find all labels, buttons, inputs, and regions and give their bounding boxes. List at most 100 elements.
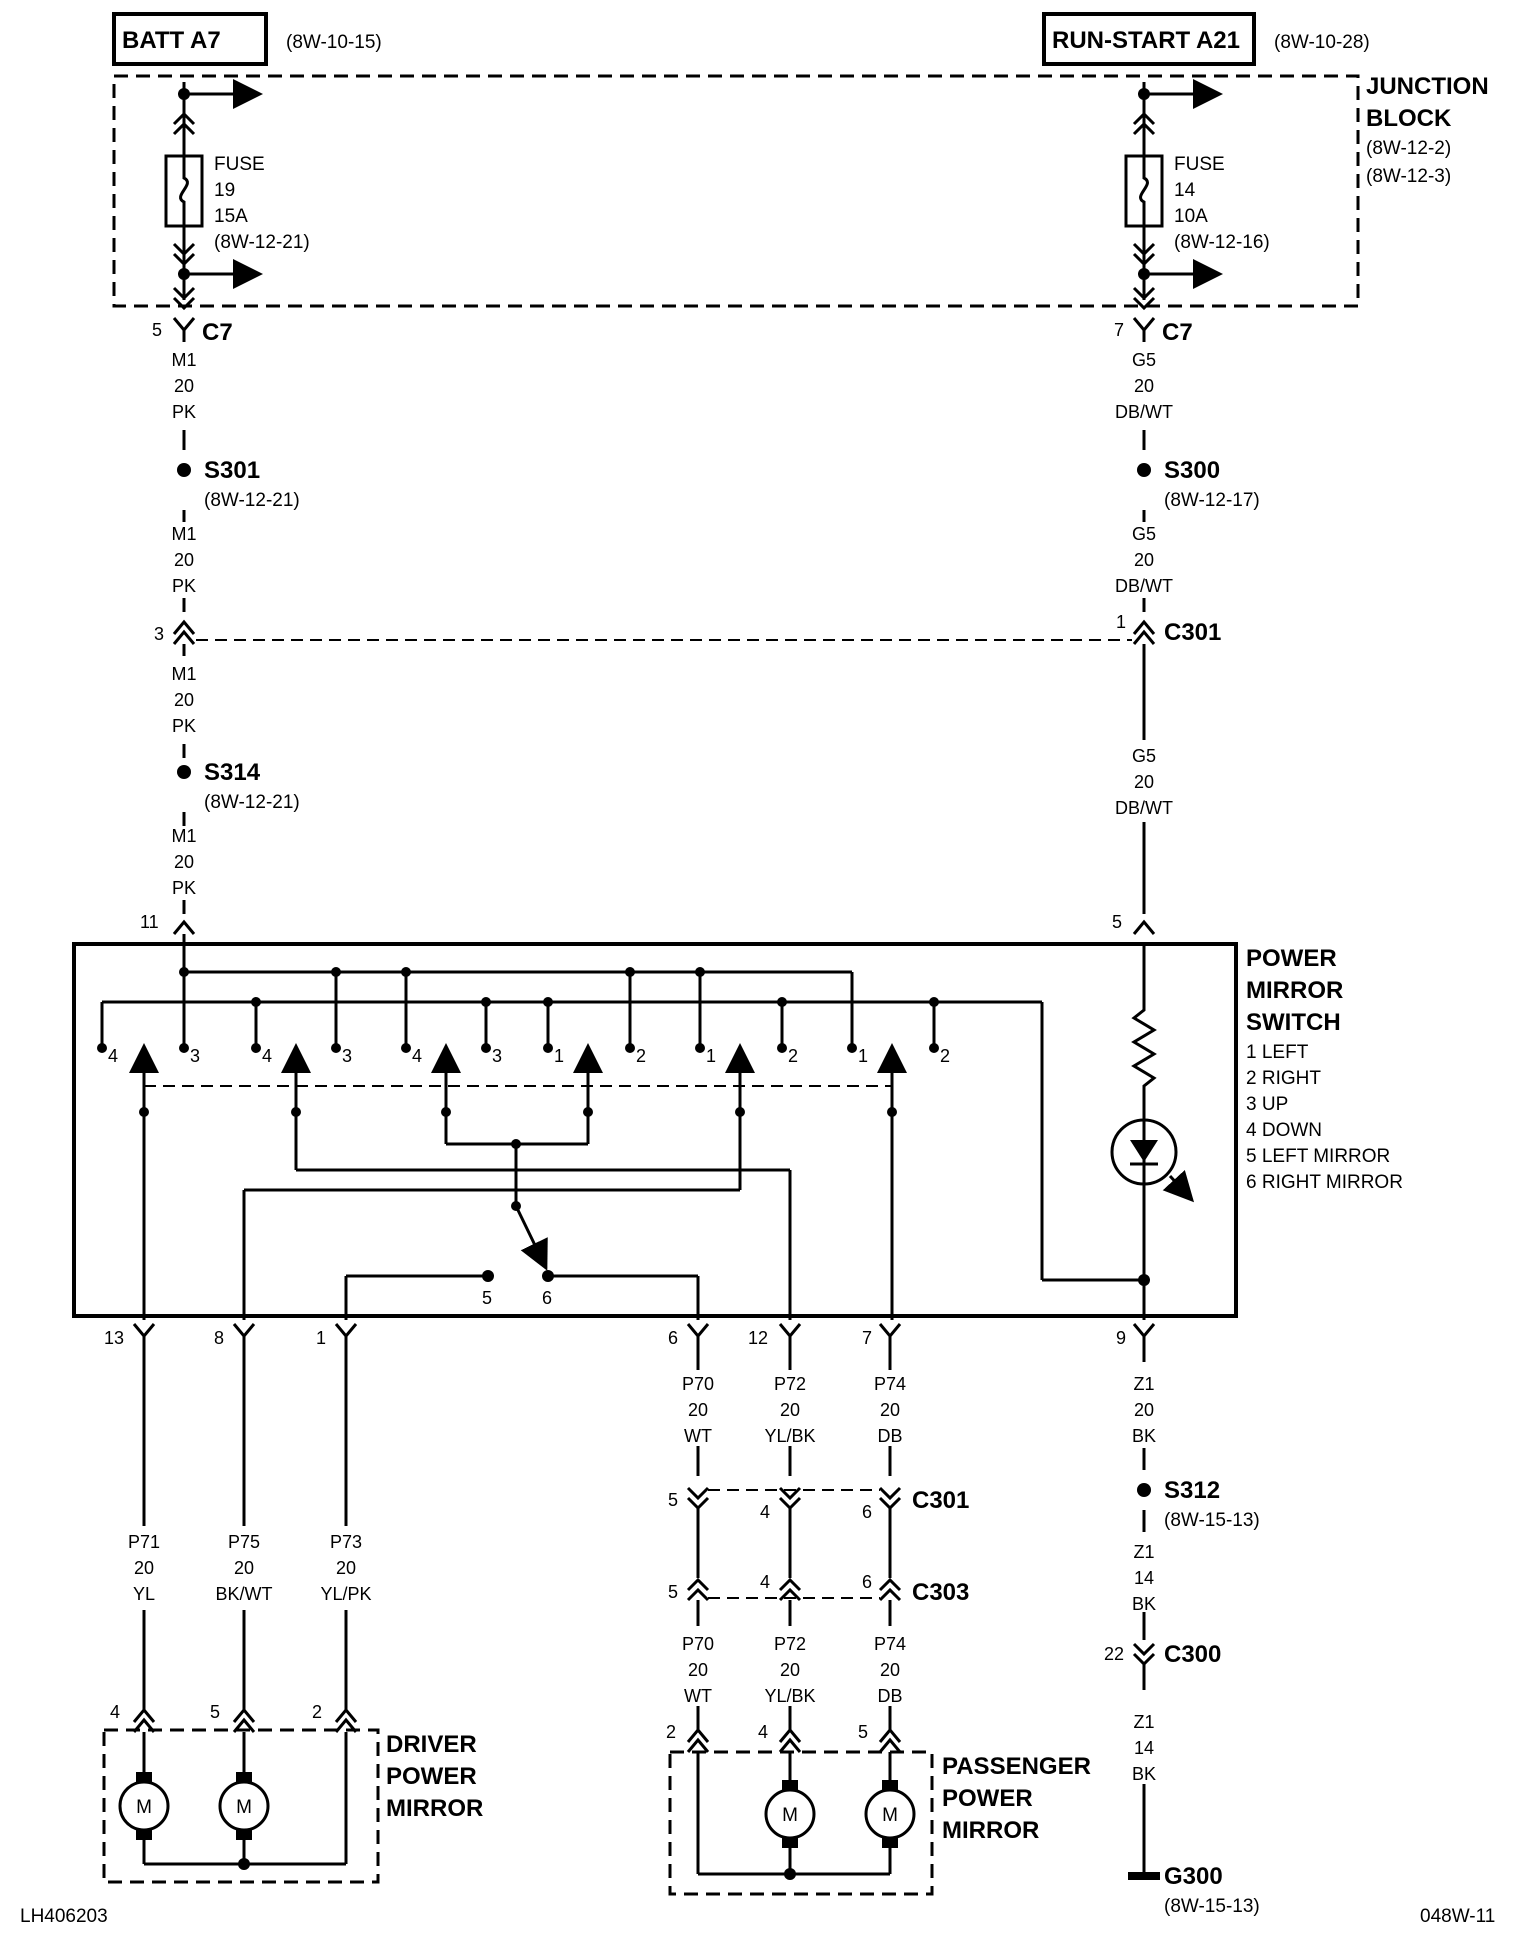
switch-internal-wiring bbox=[97, 934, 1195, 1320]
svg-text:2: 2 bbox=[788, 1046, 798, 1066]
s300-ref: (8W-12-17) bbox=[1164, 490, 1260, 511]
s312-label: S312 bbox=[1164, 1477, 1220, 1504]
footer-left-code: LH406203 bbox=[20, 1906, 108, 1927]
left-m1-circuit bbox=[172, 317, 196, 935]
p74-bot-c: DB bbox=[877, 1686, 902, 1706]
p70-bot-b: 20 bbox=[688, 1660, 708, 1680]
left-wire4-a: M1 bbox=[171, 826, 196, 846]
left-wire2-a: M1 bbox=[171, 524, 196, 544]
switch-legend-3: 3 UP bbox=[1246, 1094, 1288, 1115]
p72-top-a: P72 bbox=[774, 1374, 806, 1394]
left-wire3-b: 20 bbox=[174, 690, 194, 710]
z1-2-a: Z1 bbox=[1133, 1542, 1154, 1562]
right-wire1-c: DB/WT bbox=[1115, 402, 1173, 422]
driver-mirror-outline bbox=[102, 1728, 380, 1884]
z1-3-b: 14 bbox=[1134, 1738, 1154, 1758]
right-wire3-b: 20 bbox=[1134, 772, 1154, 792]
fuse-14-line4: (8W-12-16) bbox=[1174, 232, 1270, 253]
p72-bot-c: YL/BK bbox=[764, 1686, 815, 1706]
svg-text:1: 1 bbox=[554, 1046, 564, 1066]
driver-wires bbox=[142, 1336, 348, 1710]
fuse-14-line1: FUSE bbox=[1174, 154, 1225, 175]
driver-mirror-title-2: POWER bbox=[386, 1763, 477, 1790]
switch-pin-11: 11 bbox=[140, 912, 159, 932]
left-wire4-b: 20 bbox=[174, 852, 194, 872]
c300-label: C300 bbox=[1164, 1641, 1221, 1668]
switch-pin-9: 9 bbox=[1116, 1328, 1126, 1348]
svg-text:4: 4 bbox=[262, 1046, 272, 1066]
selector-6: 6 bbox=[542, 1288, 552, 1308]
p70-top-b: 20 bbox=[688, 1400, 708, 1420]
pass-motor-2-label: M bbox=[882, 1805, 898, 1826]
s314-ref: (8W-12-21) bbox=[204, 792, 300, 813]
s314-label: S314 bbox=[204, 759, 261, 786]
switch-title-2: MIRROR bbox=[1246, 977, 1343, 1004]
svg-text:3: 3 bbox=[190, 1046, 200, 1066]
p75-a: P75 bbox=[228, 1532, 260, 1552]
c300-pin: 22 bbox=[1104, 1644, 1124, 1664]
fuse-19-line3: 15A bbox=[214, 206, 248, 227]
switch-legend-2: 2 RIGHT bbox=[1246, 1068, 1321, 1089]
fuse-19-line4: (8W-12-21) bbox=[214, 232, 310, 253]
p73-c: YL/PK bbox=[320, 1584, 371, 1604]
right-wire2-b: 20 bbox=[1134, 550, 1154, 570]
p74-top-b: 20 bbox=[880, 1400, 900, 1420]
driver-mirror-title-3: MIRROR bbox=[386, 1795, 483, 1822]
p71-a: P71 bbox=[128, 1532, 160, 1552]
p75-b: 20 bbox=[234, 1558, 254, 1578]
left-wire4-c: PK bbox=[172, 878, 196, 898]
right-wire3-a: G5 bbox=[1132, 746, 1156, 766]
junction-block-title-1: JUNCTION bbox=[1366, 73, 1489, 100]
pass-mirror-pin-4: 4 bbox=[758, 1722, 768, 1742]
selector-5: 5 bbox=[482, 1288, 492, 1308]
left-wire2-b: 20 bbox=[174, 550, 194, 570]
switch-legend-4: 4 DOWN bbox=[1246, 1120, 1322, 1141]
ground-circuit bbox=[1128, 1336, 1160, 1880]
s301-label: S301 bbox=[204, 457, 260, 484]
p71-c: YL bbox=[133, 1584, 155, 1604]
fuse-14 bbox=[1124, 79, 1223, 311]
pass-mirror-title-1: PASSENGER bbox=[942, 1753, 1091, 1780]
switch-pin-13: 13 bbox=[104, 1328, 124, 1348]
left-wire3-c: PK bbox=[172, 716, 196, 736]
pass-mirror-pin-5: 5 bbox=[858, 1722, 868, 1742]
batt-label: BATT A7 bbox=[122, 27, 221, 54]
svg-text:1: 1 bbox=[858, 1046, 868, 1066]
p70-top-c: WT bbox=[684, 1426, 712, 1446]
pass-mirror-title-2: POWER bbox=[942, 1785, 1033, 1812]
switch-contact-numbers: 4 3 4 3 4 3 1 2 1 2 1 2 bbox=[108, 1046, 950, 1066]
right-wire2-a: G5 bbox=[1132, 524, 1156, 544]
c301-bottom-pin-5: 5 bbox=[668, 1490, 678, 1510]
run-start-ref: (8W-10-28) bbox=[1274, 32, 1370, 53]
switch-pin-1: 1 bbox=[316, 1328, 326, 1348]
z1-1-c: BK bbox=[1132, 1426, 1156, 1446]
footer-right-code: 048W-11 bbox=[1420, 1906, 1495, 1927]
switch-bottom-pins bbox=[132, 1323, 1156, 1339]
switch-pin-5: 5 bbox=[1112, 912, 1122, 932]
s301-ref: (8W-12-21) bbox=[204, 490, 300, 511]
batt-ref: (8W-10-15) bbox=[286, 32, 382, 53]
left-wire1-c: PK bbox=[172, 402, 196, 422]
z1-2-c: BK bbox=[1132, 1594, 1156, 1614]
z1-2-b: 14 bbox=[1134, 1568, 1154, 1588]
right-wire1-b: 20 bbox=[1134, 376, 1154, 396]
p71-b: 20 bbox=[134, 1558, 154, 1578]
c303-pin-5: 5 bbox=[668, 1582, 678, 1602]
switch-title-3: SWITCH bbox=[1246, 1009, 1341, 1036]
right-c301-pin: 1 bbox=[1116, 612, 1126, 632]
fuse-19 bbox=[164, 79, 263, 311]
left-c301-pin: 3 bbox=[154, 624, 164, 644]
c301-top-label: C301 bbox=[1164, 619, 1221, 646]
left-wire2-c: PK bbox=[172, 576, 196, 596]
junction-block-ref-1: (8W-12-2) bbox=[1366, 138, 1451, 159]
p70-bot-c: WT bbox=[684, 1686, 712, 1706]
p73-b: 20 bbox=[336, 1558, 356, 1578]
junction-block-outline bbox=[112, 74, 1360, 308]
s300-label: S300 bbox=[1164, 457, 1220, 484]
driver-mirror-pin-5: 5 bbox=[210, 1702, 220, 1722]
fuse-19-line1: FUSE bbox=[214, 154, 265, 175]
right-wire1-a: G5 bbox=[1132, 350, 1156, 370]
junction-block-title-2: BLOCK bbox=[1366, 105, 1452, 132]
driver-mirror-pin-2: 2 bbox=[312, 1702, 322, 1722]
